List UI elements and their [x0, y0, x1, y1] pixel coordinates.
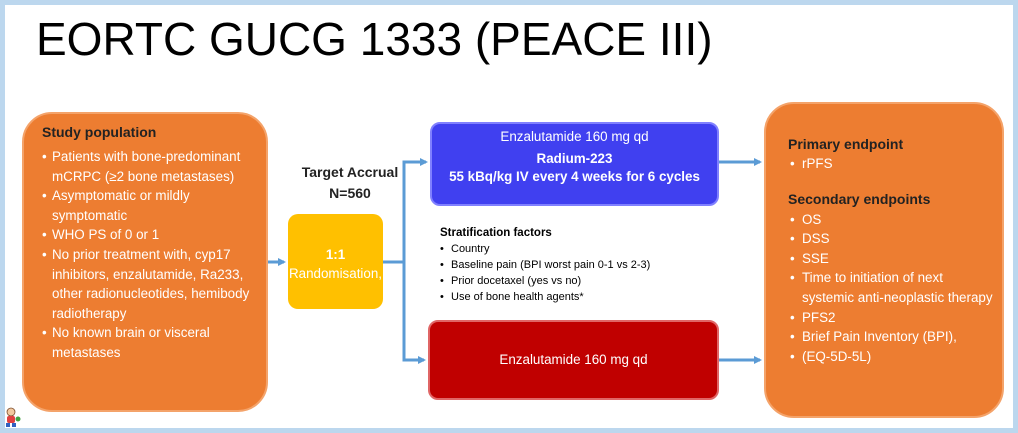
list-item: Time to initiation of next systemic anti… [788, 268, 994, 307]
primary-endpoint-heading: Primary endpoint [788, 136, 904, 152]
stratification-factors: Stratification factors Country Baseline … [440, 227, 700, 305]
arm-b-label: Enzalutamide 160 mg qd [499, 352, 648, 367]
target-accrual-value: N=560 [329, 185, 371, 201]
arrow-split-to-arm-b [402, 262, 426, 364]
arm-a-radium: Radium-223 [536, 151, 613, 166]
study-population-list: Patients with bone-predominant mCRPC (≥2… [42, 147, 258, 363]
target-accrual: Target Accrual N=560 [275, 162, 425, 204]
endpoints-box: Primary endpoint rPFS Secondary endpoint… [764, 102, 1004, 418]
list-item: Patients with bone-predominant mCRPC (≥2… [42, 147, 258, 186]
list-item: No known brain or visceral metastases [42, 323, 258, 362]
arm-a-dosing: 55 kBq/kg IV every 4 weeks for 6 cycles [449, 169, 700, 184]
list-item: rPFS [788, 154, 994, 174]
list-item: SSE [788, 249, 994, 269]
arm-b-box: Enzalutamide 160 mg qd [428, 320, 719, 400]
secondary-endpoints-list: OS DSS SSE Time to initiation of next sy… [788, 210, 994, 367]
randomisation-ratio: 1:1 [325, 247, 346, 262]
secondary-endpoints-heading: Secondary endpoints [788, 190, 931, 207]
list-item: Country [440, 241, 700, 257]
list-item: Prior docetaxel (yes vs no) [440, 273, 700, 289]
study-population-heading: Study population [42, 124, 157, 140]
list-item: Baseline pain (BPI worst pain 0-1 vs 2-3… [440, 257, 700, 273]
arrow-split-to-arm-a [402, 158, 428, 262]
randomisation-box: 1:1 Randomisation, [288, 214, 383, 309]
arm-a-enzalutamide: Enzalutamide 160 mg qd [500, 129, 649, 144]
list-item: Use of bone health agents* [440, 289, 700, 305]
target-accrual-label: Target Accrual [301, 164, 399, 180]
list-item: PFS2 [788, 308, 994, 328]
study-population-box: Study population Patients with bone-pred… [22, 112, 268, 412]
mascot-icon [6, 407, 21, 427]
randomisation-label: Randomisation, [288, 266, 383, 281]
slide-title: EORTC GUCG 1333 (PEACE III) [36, 13, 713, 65]
list-item: DSS [788, 229, 994, 249]
list-item: (EQ-5D-5L) [788, 347, 994, 367]
stratification-heading: Stratification factors [440, 227, 552, 239]
primary-endpoint-list: rPFS [788, 154, 994, 174]
list-item: Asymptomatic or mildly symptomatic [42, 186, 258, 225]
list-item: Brief Pain Inventory (BPI), [788, 327, 994, 347]
list-item: WHO PS of 0 or 1 [42, 225, 258, 245]
stratification-list: Country Baseline pain (BPI worst pain 0-… [440, 241, 700, 305]
list-item: No prior treatment with, cyp17 inhibitor… [42, 245, 258, 323]
arm-a-box: Enzalutamide 160 mg qd Radium-223 55 kBq… [430, 122, 719, 206]
list-item: OS [788, 210, 994, 230]
